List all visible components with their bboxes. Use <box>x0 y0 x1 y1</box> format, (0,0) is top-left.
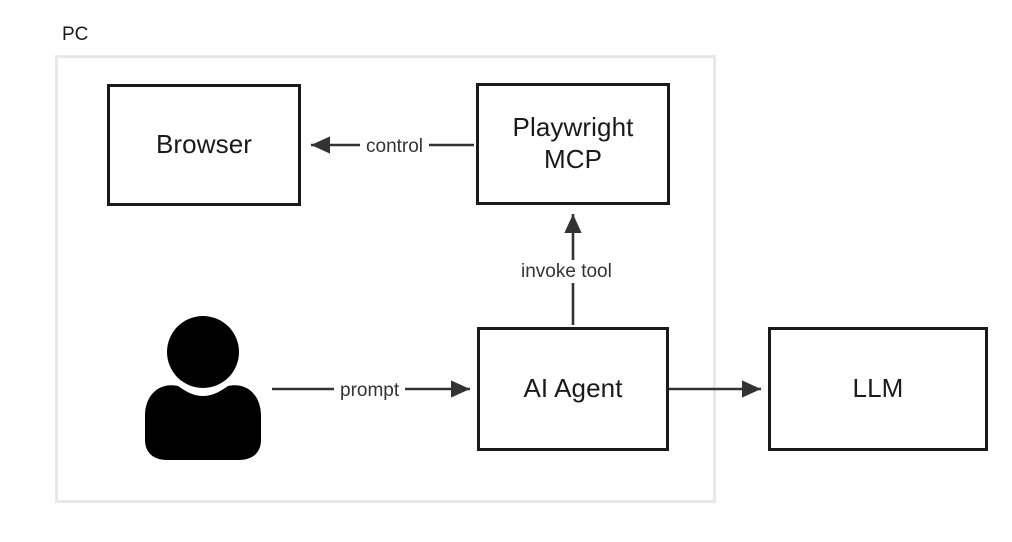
node-playwright-mcp-label: Playwright MCP <box>512 112 634 174</box>
node-browser[interactable]: Browser <box>107 84 301 206</box>
node-ai-agent-label: AI Agent <box>523 373 623 404</box>
node-llm[interactable]: LLM <box>768 327 988 451</box>
edge-label-invoke-tool: invoke tool <box>515 260 618 283</box>
node-ai-agent[interactable]: AI Agent <box>477 327 669 451</box>
user-person-icon <box>145 316 261 460</box>
edge-label-control: control <box>360 135 430 158</box>
edge-label-prompt: prompt <box>334 379 406 402</box>
node-playwright-mcp[interactable]: Playwright MCP <box>476 83 670 205</box>
node-browser-label: Browser <box>155 129 253 160</box>
pc-container <box>55 55 716 503</box>
pc-container-label: PC <box>62 24 89 45</box>
node-llm-label: LLM <box>852 373 904 404</box>
